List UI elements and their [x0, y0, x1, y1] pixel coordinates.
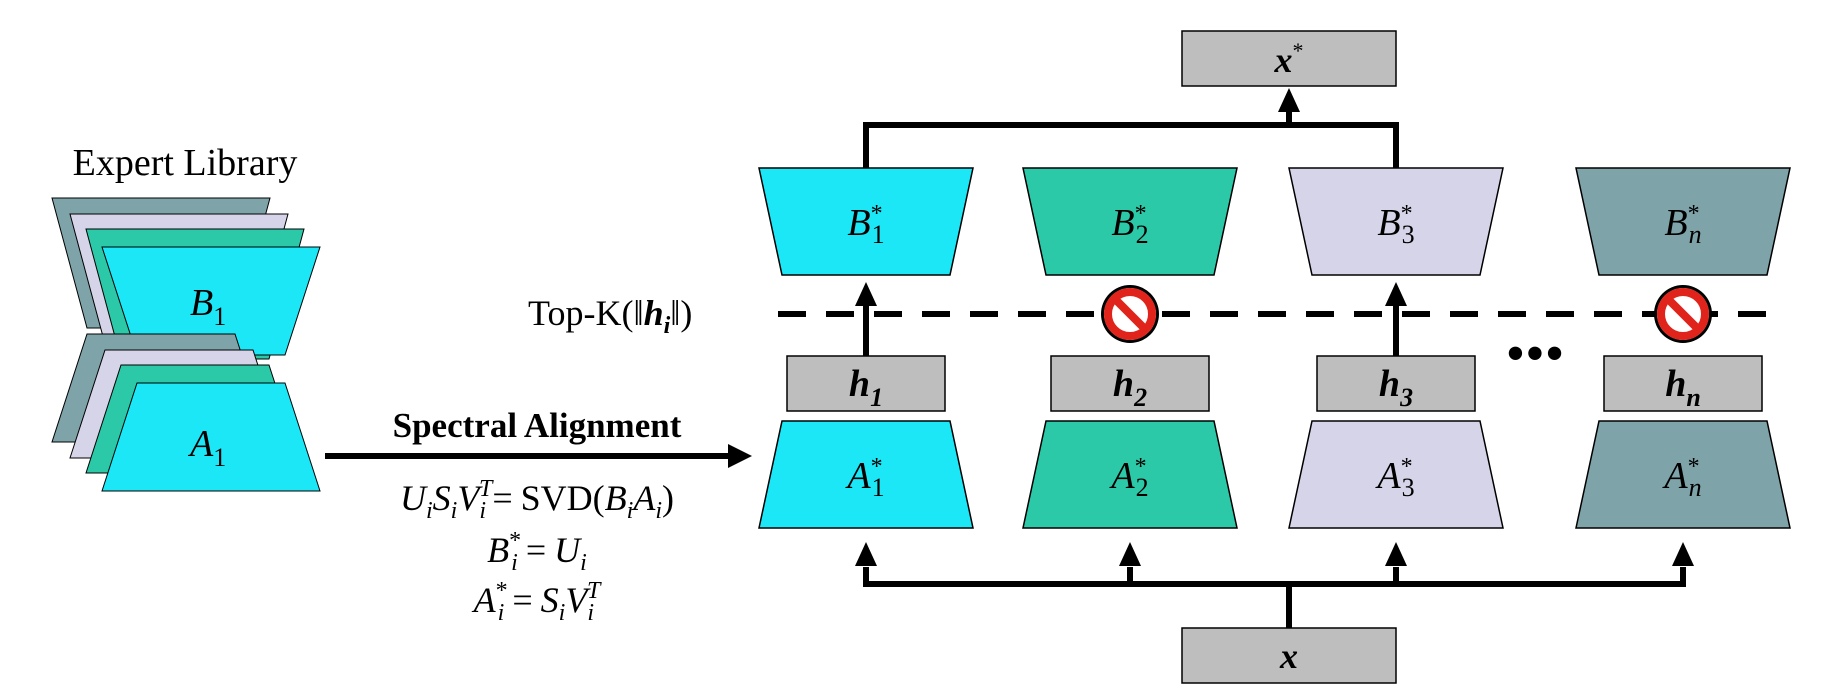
- expert-route-arrowhead-1: [855, 282, 877, 306]
- alignment-arrowhead: [728, 444, 752, 468]
- expert-a-star-label-n: A*n: [1661, 454, 1701, 502]
- expert-h-label-3: h3: [1379, 363, 1413, 412]
- expert-column-1: B*1 h1A*1: [758, 167, 974, 566]
- prohibited-icon: [1654, 285, 1712, 343]
- expert-ellipsis: •••: [1506, 323, 1565, 385]
- expert-library: Expert Library B1 A1: [51, 142, 321, 492]
- expert-h-label-2: h2: [1113, 363, 1147, 412]
- expert-b-star-3: [1288, 167, 1504, 276]
- expert-a-star-2: [1022, 420, 1238, 529]
- input-box: [1181, 627, 1397, 684]
- library-a-stack: [51, 333, 321, 492]
- library-b1-label: B1: [190, 282, 226, 331]
- expert-b-star-label-1: B*1: [847, 201, 884, 249]
- equation-svd: UiSiViT=SVD(BiAi): [400, 476, 674, 524]
- expert-library-title: Expert Library: [73, 142, 298, 184]
- expert-a-star-3: [1288, 420, 1504, 529]
- output-box: [1181, 30, 1397, 87]
- input-node: x: [1181, 627, 1397, 684]
- expert-input-arrowhead-1: [855, 542, 877, 566]
- expert-a-star-1: [758, 420, 974, 529]
- topk-label: Top-K(‖hi‖): [528, 293, 692, 339]
- expert-a-star-label-1: A*1: [844, 454, 884, 502]
- expert-h-label-1: h1: [849, 363, 883, 412]
- expert-a-star-label-3: A*3: [1374, 454, 1414, 502]
- expert-h-box-1: [786, 355, 946, 412]
- equation-b-star: B*i=Ui: [487, 528, 587, 576]
- expert-h-box-3: [1316, 355, 1476, 412]
- expert-b-star-2: [1022, 167, 1238, 276]
- output-label: x*: [1274, 38, 1304, 80]
- expert-a-star-n: [1575, 420, 1791, 529]
- expert-h-box-2: [1050, 355, 1210, 412]
- input-label: x: [1279, 636, 1298, 676]
- expert-input-arrowhead-n: [1672, 542, 1694, 566]
- expert-a-star-label-2: A*2: [1108, 454, 1148, 502]
- spectral-alignment: Spectral Alignment UiSiViT=SVD(BiAi) B*i…: [325, 406, 752, 626]
- expert-b-star-1: [758, 167, 974, 276]
- expert-b-star-label-2: B*2: [1111, 201, 1148, 249]
- expert-b-star-n: [1575, 167, 1791, 276]
- expert-b-star-label-3: B*3: [1377, 201, 1414, 249]
- expert-input-arrowhead-3: [1385, 542, 1407, 566]
- equation-a-star: A*i=SiViT: [472, 578, 602, 626]
- library-b-layer-1: [101, 246, 321, 356]
- expert-route-arrowhead-3: [1385, 282, 1407, 306]
- spectral-alignment-title: Spectral Alignment: [393, 406, 682, 445]
- expert-column-3: B*3 h3A*3: [1288, 167, 1504, 566]
- expert-columns: B*1 h1A*1 B*2 h2A*2 B*3 h3A*3 B*n hnA*n: [758, 167, 1791, 566]
- input-distribution-lines: [863, 567, 1686, 628]
- output-merge-lines: [863, 106, 1399, 171]
- library-b-stack: [51, 197, 321, 360]
- expert-h-box-n: [1603, 355, 1763, 412]
- expert-b-star-label-n: B*n: [1664, 201, 1701, 249]
- prohibited-icon: [1101, 285, 1159, 343]
- expert-column-2: B*2 h2A*2: [1022, 167, 1238, 566]
- library-a1-label: A1: [187, 423, 226, 472]
- output-node: x*: [1181, 30, 1397, 87]
- expert-column-n: B*n hnA*n: [1575, 167, 1791, 566]
- library-a-layer-1: [101, 382, 321, 492]
- expert-input-arrowhead-2: [1119, 542, 1141, 566]
- expert-h-label-n: hn: [1665, 363, 1701, 412]
- output-arrowhead: [1278, 88, 1300, 112]
